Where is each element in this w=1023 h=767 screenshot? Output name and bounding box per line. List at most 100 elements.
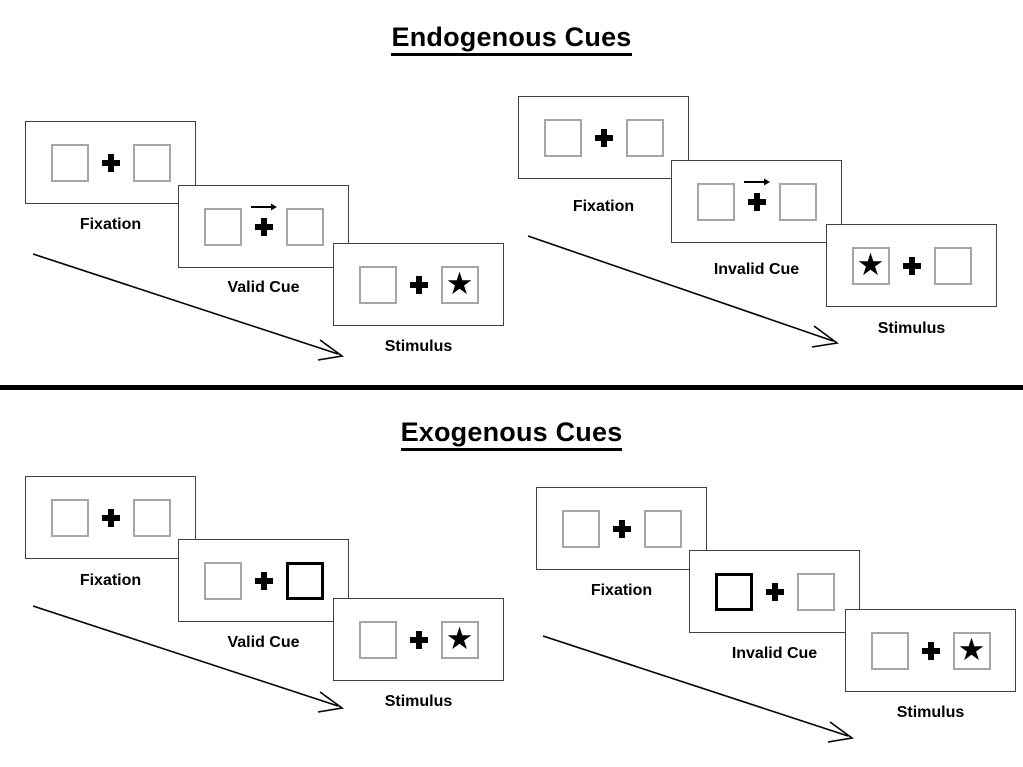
- section-divider: [0, 385, 1023, 390]
- fixation-cross-slot: [242, 571, 286, 590]
- fixation-cross-slot: [89, 508, 133, 527]
- left-box: [358, 265, 397, 304]
- fixation-cross-icon: [765, 582, 784, 601]
- endo-invalid-label-fixation: Fixation: [572, 198, 635, 215]
- endo-invalid-panel-stimulus[interactable]: ★: [826, 224, 997, 307]
- fixation-cross-slot: [582, 128, 626, 147]
- right-box-slot: [643, 509, 682, 548]
- endogenous-section-title: Endogenous Cues: [0, 22, 1023, 56]
- endo-invalid-label-cue: Invalid Cue: [713, 261, 800, 278]
- fixation-cross-slot: [242, 203, 286, 236]
- left-box-slot: [358, 620, 397, 659]
- fixation-cross-icon: [254, 217, 273, 236]
- fixation-cross-icon: [594, 128, 613, 147]
- fixation-cross-icon: [612, 519, 631, 538]
- fixation-cross-slot: [890, 256, 934, 275]
- exo-valid-label-stimulus: Stimulus: [384, 693, 453, 710]
- right-box: [643, 509, 682, 548]
- endo-invalid-panel-cue[interactable]: [671, 160, 842, 243]
- right-box-slot: ★: [440, 265, 479, 304]
- exo-invalid-panel-stimulus[interactable]: ★: [845, 609, 1016, 692]
- exo-invalid-label-fixation: Fixation: [590, 582, 653, 599]
- exogenous-title-text: Exogenous Cues: [400, 417, 623, 451]
- fixation-cross-slot: [735, 178, 779, 211]
- endo-valid-label-fixation: Fixation: [79, 216, 142, 233]
- left-box: [50, 498, 89, 537]
- left-box-slot: [50, 143, 89, 182]
- fixation-cross-slot: [600, 519, 644, 538]
- endo-valid-panel-stimulus[interactable]: ★: [333, 243, 504, 326]
- left-box: [203, 561, 242, 600]
- exo-valid-label-cue: Valid Cue: [227, 634, 300, 651]
- fixation-cross-icon: [254, 571, 273, 590]
- endo-invalid-label-stimulus: Stimulus: [877, 320, 946, 337]
- fixation-cross-slot: [89, 153, 133, 172]
- endo-invalid-panel-fixation[interactable]: [518, 96, 689, 179]
- exo-valid-label-fixation: Fixation: [79, 572, 142, 589]
- fixation-cross-icon: [747, 192, 766, 211]
- right-box: [132, 498, 171, 537]
- right-box: [796, 572, 835, 611]
- left-box: [543, 118, 582, 157]
- fixation-cross-icon: [409, 275, 428, 294]
- right-box-slot: [778, 182, 817, 221]
- left-box-slot: [203, 561, 242, 600]
- right-box-slot: [285, 207, 324, 246]
- endogenous-section: Endogenous Cues Fixation: [0, 22, 1023, 361]
- right-box-slot: [796, 572, 835, 611]
- right-box: [132, 143, 171, 182]
- exo-invalid-panel-cue[interactable]: [689, 550, 860, 633]
- left-box-slot: [714, 572, 753, 611]
- endo-valid-panel-cue[interactable]: [178, 185, 349, 268]
- left-box-slot: [358, 265, 397, 304]
- exo-invalid-label-stimulus: Stimulus: [896, 704, 965, 721]
- exo-invalid-label-cue: Invalid Cue: [731, 645, 818, 662]
- star-stimulus-icon: ★: [957, 632, 986, 667]
- right-box: [778, 182, 817, 221]
- endo-valid-panel-fixation[interactable]: [25, 121, 196, 204]
- fixation-cross-icon: [101, 153, 120, 172]
- right-box: ★: [440, 265, 479, 304]
- left-box: [870, 631, 909, 670]
- right-box-cued: [285, 561, 324, 600]
- exo-invalid-panel-fixation[interactable]: [536, 487, 707, 570]
- endo-valid-label-cue: Valid Cue: [227, 279, 300, 296]
- left-box: [50, 143, 89, 182]
- exo-valid-panel-fixation[interactable]: [25, 476, 196, 559]
- left-box-slot: [696, 182, 735, 221]
- right-box-slot: [132, 498, 171, 537]
- fixation-cross-slot: [397, 630, 441, 649]
- right-box-slot: [625, 118, 664, 157]
- left-box: [203, 207, 242, 246]
- fixation-cross-icon: [409, 630, 428, 649]
- fixation-cross-slot: [753, 582, 797, 601]
- endo-valid-label-stimulus: Stimulus: [384, 338, 453, 355]
- right-box: [285, 207, 324, 246]
- right-box-slot: ★: [952, 631, 991, 670]
- left-box-slot: [543, 118, 582, 157]
- star-stimulus-icon: ★: [445, 621, 474, 656]
- left-box-slot: [870, 631, 909, 670]
- left-box: [696, 182, 735, 221]
- fixation-cross-icon: [921, 641, 940, 660]
- left-box: ★: [851, 246, 890, 285]
- right-box: [625, 118, 664, 157]
- right-box: [933, 246, 972, 285]
- rightward-arrow-cue-icon: [743, 178, 770, 185]
- left-box-slot: ★: [851, 246, 890, 285]
- star-stimulus-icon: ★: [445, 266, 474, 301]
- fixation-cross-icon: [101, 508, 120, 527]
- left-box: [358, 620, 397, 659]
- right-box: ★: [440, 620, 479, 659]
- right-box-slot: [285, 561, 324, 600]
- right-box-slot: ★: [440, 620, 479, 659]
- left-box-slot: [203, 207, 242, 246]
- exo-valid-panel-stimulus[interactable]: ★: [333, 598, 504, 681]
- right-box: ★: [952, 631, 991, 670]
- exo-invalid-timeline-arrow: [542, 635, 855, 743]
- fixation-cross-slot: [397, 275, 441, 294]
- endogenous-title-text: Endogenous Cues: [391, 22, 632, 56]
- exo-valid-panel-cue[interactable]: [178, 539, 349, 622]
- left-box-cued: [714, 572, 753, 611]
- rightward-arrow-cue-icon: [250, 203, 277, 210]
